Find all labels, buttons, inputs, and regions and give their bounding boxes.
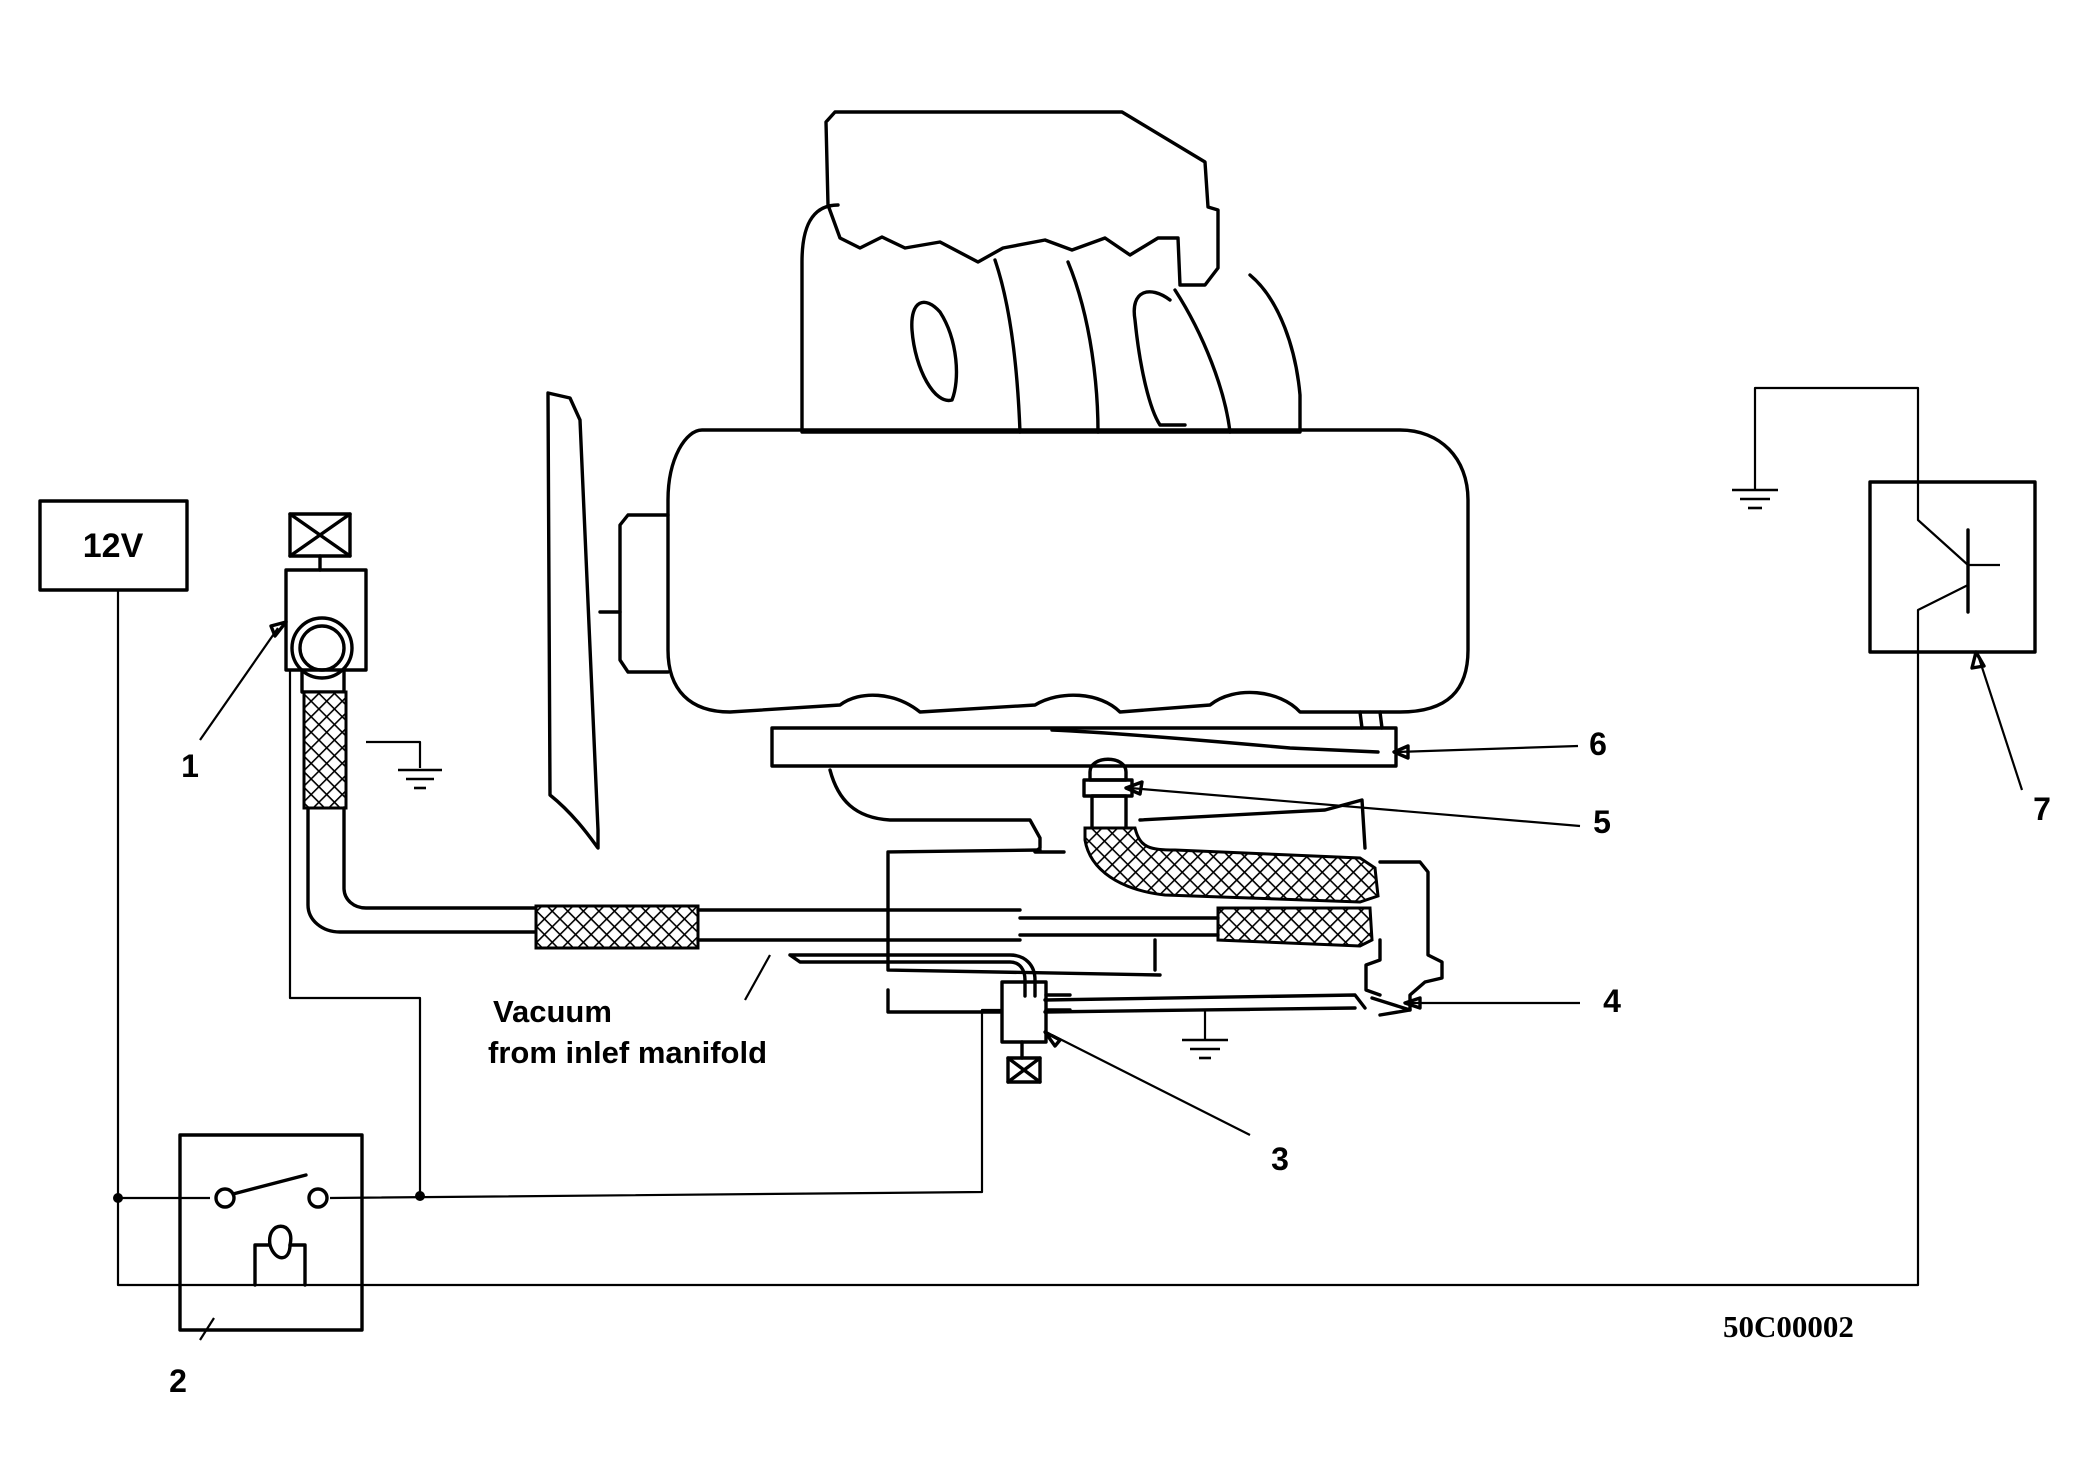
lower-hose <box>1216 906 1374 948</box>
pulley-housing <box>618 513 670 674</box>
callout-3: 3 <box>1271 1141 1289 1177</box>
ground-relay <box>1732 488 1778 510</box>
engine-block <box>546 110 1470 1017</box>
callout-6: 6 <box>1589 726 1607 762</box>
callout-1: 1 <box>181 748 199 784</box>
vacuum-label-line1: Vacuum <box>493 994 612 1029</box>
solenoid-valve-1 <box>284 512 542 934</box>
rocker-cover <box>666 428 1470 714</box>
vacuum-pipe <box>788 953 1037 998</box>
cylinder-head-plate <box>770 726 1398 768</box>
valve-1-body <box>284 568 368 672</box>
callout-7: 7 <box>2033 791 2051 827</box>
figure-code: 50C00002 <box>1723 1309 1854 1344</box>
vacuum-switch-2 <box>178 1133 364 1332</box>
vacuum-label-line2: from inlef manifold <box>488 1035 767 1070</box>
relay-7 <box>1868 480 2037 654</box>
callout-5: 5 <box>1593 804 1611 840</box>
supply-12v-label: 12V <box>83 527 144 565</box>
callout-4: 4 <box>1603 983 1621 1019</box>
pcv-hose <box>1083 826 1380 904</box>
runner-loop-2 <box>1132 290 1187 427</box>
pcv-valve <box>1088 757 1128 782</box>
vacuum-hose-middle <box>534 904 700 950</box>
wiring <box>113 386 1920 1287</box>
intake-runners <box>800 203 1302 434</box>
solenoid-valve-3 <box>1000 980 1250 1084</box>
belt-cover <box>546 391 600 850</box>
leader-lines <box>199 620 2024 1341</box>
intake-plenum <box>824 110 1220 287</box>
valve-1-hose <box>302 690 348 810</box>
runner-loop-1 <box>910 300 959 403</box>
supply-12v-box: 12V <box>38 499 189 592</box>
callout-2: 2 <box>169 1363 187 1399</box>
